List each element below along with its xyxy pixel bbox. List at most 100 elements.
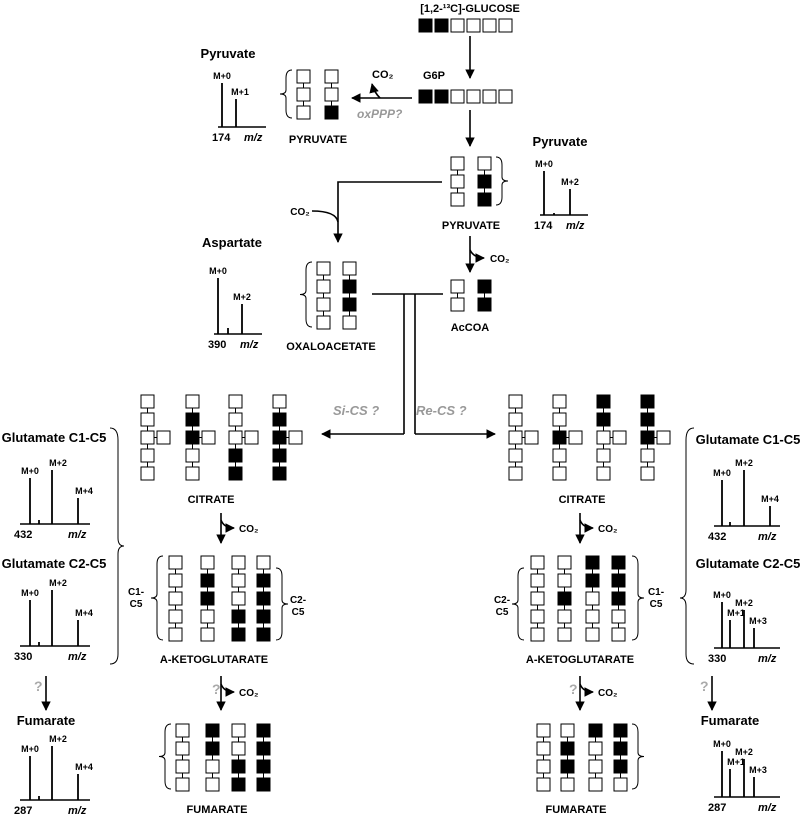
carbon-box — [342, 315, 357, 330]
spectrum-unit: m/z — [758, 802, 777, 814]
carbon-box — [508, 448, 523, 463]
brace — [299, 261, 313, 328]
carbon-box — [477, 297, 492, 312]
peak-label: M+0 — [21, 744, 39, 754]
co2-release-akg-re — [579, 683, 594, 697]
akg-si-c1c5-a: C1- — [128, 587, 144, 598]
carbon-box — [175, 741, 190, 756]
akg-re-structures — [511, 555, 645, 642]
arrow-pyruvate-to-oxaloacetate — [333, 181, 442, 243]
carbon-box — [557, 591, 572, 606]
spectrum-unit: m/z — [244, 132, 263, 144]
carbon-box — [342, 279, 357, 294]
carbon-box — [656, 430, 671, 445]
akg-re-c1c5-b: C5 — [650, 599, 663, 610]
accoa-label: AcCOA — [451, 322, 490, 334]
carbon-box — [168, 591, 183, 606]
carbon-box — [536, 741, 551, 756]
carbon-box — [530, 573, 545, 588]
brace — [279, 69, 293, 119]
carbon-box — [524, 430, 539, 445]
spectrum-title-pyruvate-right: Pyruvate — [533, 134, 588, 149]
carbon-box — [324, 69, 339, 84]
carbon-box — [568, 430, 583, 445]
carbon-box — [557, 573, 572, 588]
carbon-box — [296, 69, 311, 84]
carbon-box — [205, 777, 220, 792]
carbon-box — [612, 430, 627, 445]
peak-label: M+2 — [49, 734, 67, 744]
carbon-box — [585, 591, 600, 606]
spectrum-mass: 287 — [14, 805, 32, 816]
brace — [158, 723, 172, 790]
peak-label: M+4 — [75, 762, 93, 772]
spectrum-mass: 330 — [708, 653, 726, 665]
g6p-label: G6P — [423, 70, 445, 82]
peak-label: M+4 — [75, 608, 93, 618]
carbon-box — [228, 466, 243, 481]
carbon-box — [205, 741, 220, 756]
brace — [631, 723, 645, 790]
carbon-box — [611, 555, 626, 570]
peak-label: M+1 — [231, 87, 249, 97]
carbon-box — [585, 609, 600, 624]
carbon-box — [231, 627, 246, 642]
peak-label: M+1 — [727, 757, 745, 767]
carbon-box — [256, 555, 271, 570]
carbon-box — [231, 555, 246, 570]
carbon-box — [200, 609, 215, 624]
carbon-box — [185, 412, 200, 427]
carbon-box — [434, 89, 449, 104]
carbon-box — [640, 412, 655, 427]
glucose-label: [1,2-¹³C]-GLUCOSE — [420, 3, 520, 15]
carbon-box — [560, 759, 575, 774]
spectrum-unit: m/z — [240, 339, 259, 351]
carbon-box — [552, 412, 567, 427]
co2-release-akg-si — [220, 683, 235, 697]
carbon-box — [324, 105, 339, 120]
carbon-box — [640, 394, 655, 409]
peak-label: M+2 — [561, 177, 579, 187]
co2-citrate-si-label: CO₂ — [239, 524, 258, 535]
co2-release-accoa-arrow — [469, 249, 485, 263]
carbon-box — [434, 18, 449, 33]
carbon-box — [588, 741, 603, 756]
carbon-box — [498, 89, 513, 104]
akg-si-c2c5-b: C5 — [292, 607, 305, 618]
brace-left-glutamate — [109, 427, 125, 665]
carbon-box — [450, 156, 465, 171]
co2-label: CO₂ — [372, 69, 394, 81]
carbon-box — [596, 430, 611, 445]
carbon-box — [168, 627, 183, 642]
akg-re-label: A-KETOGLUTARATE — [526, 654, 634, 666]
peak-label: M+0 — [713, 590, 731, 600]
carbon-box — [316, 315, 331, 330]
spectrum-mass: 174 — [212, 132, 231, 144]
carbon-box — [168, 609, 183, 624]
carbon-box — [450, 192, 465, 207]
peak-label: M+2 — [49, 458, 67, 468]
akg-re-question: ? — [569, 681, 578, 697]
carbon-box — [530, 609, 545, 624]
glu-to-fum-question-right: ? — [700, 678, 709, 694]
carbon-box — [231, 573, 246, 588]
carbon-box — [272, 430, 287, 445]
carbon-box — [482, 89, 497, 104]
citrate-re-label: CITRATE — [559, 494, 606, 506]
carbon-box — [560, 723, 575, 738]
carbon-box — [140, 394, 155, 409]
carbon-box — [200, 573, 215, 588]
spectrum-unit: m/z — [68, 651, 87, 663]
carbon-box — [418, 89, 433, 104]
re-cs-label: Re-CS ? — [416, 403, 467, 418]
spectrum-unit: m/z — [758, 653, 777, 665]
carbon-box — [231, 591, 246, 606]
carbon-box — [256, 741, 271, 756]
carbon-box — [588, 759, 603, 774]
peak-label: M+3 — [749, 616, 767, 626]
fumarate-si-label: FUMARATE — [187, 804, 248, 816]
brace-right-glutamate — [679, 427, 695, 665]
carbon-box — [156, 430, 171, 445]
carbon-box — [588, 777, 603, 792]
